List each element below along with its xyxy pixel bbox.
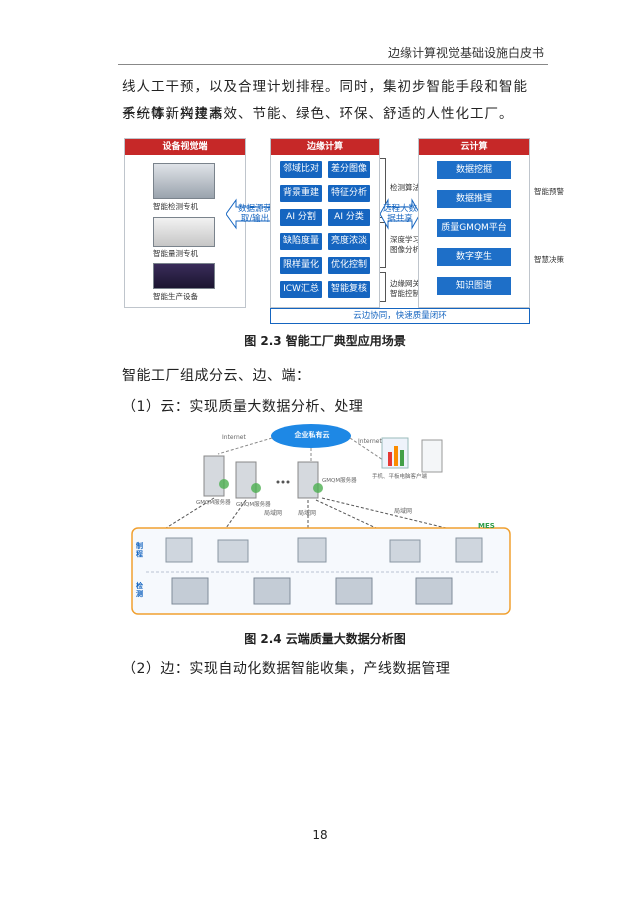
internet-label-right: Internet <box>358 438 382 445</box>
edge-label-gateway: 边缘网关 <box>390 279 420 288</box>
cloud-function-3: 质量GMQM平台 <box>437 219 511 237</box>
measurement-machine-image <box>153 217 215 247</box>
running-header: 边缘计算视觉基础设施白皮书 <box>387 46 544 60</box>
figure-2-3-caption: 图 2.3 智能工厂典型应用场景 <box>244 334 406 348</box>
cloud-edge-footer: 云边协同，快速质量闭环 <box>270 308 530 324</box>
edge-function-12: 智能复核 <box>328 281 370 298</box>
edge-label-detection: 检测算法 <box>390 183 420 192</box>
edge-function-8: 亮度浓淡 <box>328 233 370 250</box>
device-label-2: 智能量测专机 <box>153 249 198 258</box>
cloud-label-warning: 智能预警 <box>534 187 564 196</box>
server-icon-1 <box>203 455 225 497</box>
edge-function-4: 特征分析 <box>328 185 370 202</box>
internet-label-left: Internet <box>222 434 246 441</box>
row-label-inspection: 检测 <box>136 582 143 598</box>
data-exchange-arrow-right <box>380 198 420 230</box>
server-icon-2 <box>235 461 257 499</box>
intro-line-1: 线人工干预，以及合理计划排程。同时，集初步智能手段和智能系统等新兴技术 <box>122 79 528 122</box>
mes-label: MES <box>478 522 495 530</box>
edge-panel-title: 边缘计算 <box>271 139 379 155</box>
device-panel: 设备视觉端 智能检测专机 智能量测专机 智能生产设备 <box>124 138 246 308</box>
edge-function-2: 差分图像 <box>328 161 370 178</box>
edge-label-control: 智能控制 <box>390 289 420 298</box>
lan-label-1: 局域网 <box>264 510 283 517</box>
data-source-label: 数据源获取/输出 <box>237 204 272 224</box>
production-equipment-image <box>153 263 215 289</box>
edge-function-5: AI 分割 <box>280 209 322 226</box>
device-label-3: 智能生产设备 <box>153 292 198 301</box>
remote-sharing-label: 远程大数据共享 <box>382 204 417 224</box>
lan-label-3: 局域网 <box>394 508 413 515</box>
cloud-function-5: 知识图谱 <box>437 277 511 295</box>
device-label-1: 智能检测专机 <box>153 202 198 211</box>
row-label-process: 制程 <box>136 542 143 558</box>
edge-panel: 边缘计算 邻域比对差分图像背景重建特征分析 AI 分割 AI 分类缺陷度量亮度浓淡限… <box>270 138 380 308</box>
server-label-2: GMQM服务器 <box>236 502 271 508</box>
intro-line-2: 于一体，构建高效、节能、绿色、环保、舒适的人性化工厂。 <box>122 106 514 122</box>
figure-2-4-caption: 图 2.4 云端质量大数据分析图 <box>244 632 406 646</box>
item-1-cloud: （1）云：实现质量大数据分析、处理 <box>122 399 364 415</box>
figure-2-3: 设备视觉端 智能检测专机 智能量测专机 智能生产设备 数据源获取/输出 边缘计算… <box>118 134 532 326</box>
edge-function-1: 邻域比对 <box>280 161 322 178</box>
edge-label-deep-learning: 深度学习 <box>390 235 420 244</box>
client-label: 手机、平板电脑客户端 <box>372 474 428 480</box>
device-panel-title: 设备视觉端 <box>125 139 245 155</box>
edge-function-11: ICW汇总 <box>280 281 322 298</box>
edge-function-3: 背景重建 <box>280 185 322 202</box>
cloud-function-2: 数据推理 <box>437 190 511 208</box>
section-intro: 智能工厂组成分云、边、端： <box>122 368 311 384</box>
server-label-3: GMQM服务器 <box>322 478 357 484</box>
bracket-gateway <box>380 272 386 302</box>
edge-function-6: AI 分类 <box>328 209 370 226</box>
figure-2-4: 企业私有云 Internet Internet GMQM服务器 GMQM服务器 … <box>126 422 514 618</box>
private-cloud-shape <box>271 424 351 448</box>
cloud-network-diagram <box>131 424 511 615</box>
item-2-edge: （2）边：实现自动化数据智能收集，产线数据管理 <box>122 661 451 677</box>
cloud-label-decision: 智慧决策 <box>534 255 564 264</box>
edge-function-10: 优化控制 <box>328 257 370 274</box>
lan-label-2: 局域网 <box>298 510 317 517</box>
edge-function-9: 限样量化 <box>280 257 322 274</box>
cloud-function-1: 数据挖掘 <box>437 161 511 179</box>
server-icon-3 <box>297 461 319 499</box>
edge-function-7: 缺陷度量 <box>280 233 322 250</box>
cloud-panel-title: 云计算 <box>419 139 529 155</box>
page-number: 18 <box>312 828 328 842</box>
header-divider <box>118 64 548 65</box>
server-label-1: GMQM服务器 <box>196 500 231 506</box>
tablet-icon <box>421 439 443 473</box>
cloud-function-4: 数字孪生 <box>437 248 511 266</box>
cloud-panel: 云计算 数据挖掘数据推理质量GMQM平台数字孪生知识图谱 <box>418 138 530 308</box>
inspection-machine-image <box>153 163 215 199</box>
private-cloud-label: 企业私有云 <box>294 431 330 439</box>
edge-label-image-analysis: 图像分析 <box>390 245 420 254</box>
bracket-deep-learning <box>380 222 386 268</box>
data-exchange-arrow-left <box>226 198 284 230</box>
